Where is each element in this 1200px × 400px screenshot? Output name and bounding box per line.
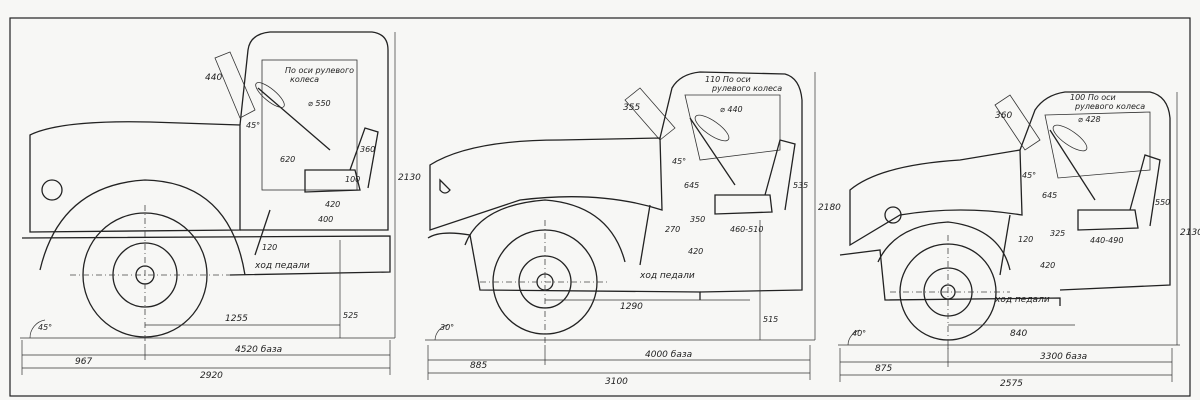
truck-1-steering-label-2: колеса [290, 75, 319, 84]
truck-1-drawing: По оси рулевого колеса ход педали 967 45… [20, 31, 421, 381]
truck-2-height: 2180 [818, 203, 841, 213]
sheet-border [9, 17, 1191, 397]
truck-3-windshield-dim: 360 [995, 111, 1012, 121]
truck-1-pedal-travel: 120 [262, 243, 277, 252]
truck-3-angle-wind: 45° [1022, 171, 1036, 180]
truck-2-pedal-travel: 420 [688, 247, 703, 256]
truck-3-overall: 2575 [1000, 379, 1023, 389]
truck-1-wheelbase: 4520 база [235, 345, 282, 355]
truck-1-windshield [214, 51, 256, 119]
truck-1-overall: 2920 [200, 371, 223, 381]
truck-3-steering-column [1049, 129, 1096, 201]
truck-2-windshield-dim: 355 [623, 103, 640, 113]
truck-2-pedal [639, 204, 651, 266]
truck-3-windshield [994, 94, 1041, 151]
truck-2-steering-label-1: 110 По оси [705, 75, 751, 84]
truck-1-ground-clear: 525 [343, 311, 358, 320]
truck-1-windshield-dim: 440 [205, 73, 222, 83]
truck-2-wheel-dia: ⌀ 440 [720, 105, 743, 114]
truck-1-cab [239, 31, 389, 231]
truck-1-window [261, 59, 358, 191]
truck-2-window [684, 94, 781, 161]
truck-2-seat-back: 535 [793, 181, 808, 190]
truck-1-dim-a2: 400 [318, 215, 333, 224]
truck-2-wheelbase: 4000 база [645, 350, 692, 360]
truck-1-wheel-dia: ⌀ 550 [308, 99, 331, 108]
truck-3-angle-arc [847, 329, 861, 346]
truck-1-front-overhang: 967 [75, 357, 92, 367]
truck-1-frame [21, 235, 391, 276]
truck-1-hood [29, 121, 241, 233]
truck-3-pedal [999, 214, 1011, 276]
truck-2-overall: 3100 [605, 377, 628, 387]
truck-2-pedal-label: ход педали [639, 271, 695, 281]
truck-1-steering-wheel [255, 82, 285, 108]
truck-3-front-overhang: 875 [875, 364, 892, 374]
truck-3-dim-a3: 120 [1018, 235, 1033, 244]
truck-3-angle-front: 40° [852, 329, 866, 338]
truck-2-front-overhang: 885 [470, 361, 487, 371]
truck-1-dim-a1: 620 [280, 155, 295, 164]
truck-3-seat-dist: 840 [1010, 329, 1027, 339]
truck-3-hood [849, 149, 1023, 247]
truck-1-steering-column [257, 87, 331, 151]
truck-3-dim-a1: 645 [1042, 191, 1057, 200]
truck-3-fender [877, 221, 1011, 271]
truck-2-ground-clear: 515 [763, 315, 778, 324]
truck-2-headlight [439, 178, 451, 194]
truck-1-pedal [254, 209, 271, 256]
truck-3-cab [1019, 91, 1171, 291]
truck-3-steering-label-1: 100 По оси [1070, 93, 1116, 102]
truck-1-seat-back: 360 [360, 145, 375, 154]
truck-3-wheel-dia: ⌀ 428 [1078, 115, 1101, 124]
truck-1-pedal-label: ход педали [254, 261, 310, 271]
truck-3-seat-back: 550 [1155, 198, 1170, 207]
truck-1-angle-wind: 45° [246, 121, 260, 130]
truck-2-dim-a3: 270 [665, 225, 680, 234]
truck-2-seat-height: 460-510 [730, 225, 763, 234]
truck-2-hood [429, 137, 663, 231]
truck-3-steering-wheel [1052, 124, 1088, 152]
truck-2-angle-wind: 45° [672, 157, 686, 166]
truck-3-wheelbase: 3300 база [1040, 352, 1087, 362]
truck-3-pedal-travel: 420 [1040, 261, 1055, 270]
truck-3-drawing: 100 По оси рулевого колеса ход педали 87… [838, 91, 1200, 389]
truck-2-steering-label-2: рулевого колеса [711, 84, 782, 93]
truck-2-drawing: 110 По оси рулевого колеса ход педали 88… [425, 71, 841, 387]
truck-1-steering-label-1: По оси рулевого [285, 66, 354, 75]
truck-3-height: 2130 [1180, 228, 1200, 238]
truck-1-angle-arc [29, 319, 46, 339]
truck-1-height: 2130 [398, 173, 421, 183]
truck-2-steering-column [689, 117, 736, 186]
truck-2-seat [714, 139, 796, 215]
truck-1-dim-a3: 100 [345, 175, 360, 184]
truck-3-pedal-label: ход педали [994, 295, 1050, 305]
truck-2-fender [464, 199, 626, 263]
truck-3-seat-height: 440-490 [1090, 236, 1123, 245]
truck-2-cab [659, 71, 803, 293]
truck-3-headlight [884, 206, 902, 224]
truck-3-dim-a2: 325 [1050, 229, 1065, 238]
truck-2-angle-arc [434, 324, 449, 341]
truck-1-seat-height: 420 [325, 200, 340, 209]
truck-1-seat [304, 127, 379, 193]
truck-3-steering-label-2: рулевого колеса [1074, 102, 1145, 111]
truck-3-window [1044, 111, 1151, 179]
truck-2-steering-wheel [694, 114, 730, 142]
truck-2-frame [427, 232, 701, 300]
truck-1-headlight [41, 179, 63, 201]
truck-3-seat [1077, 154, 1161, 231]
truck-2-seat-dist: 1290 [620, 302, 643, 312]
truck-2-windshield [624, 87, 676, 141]
truck-2-dim-a2: 350 [690, 215, 705, 224]
truck-1-seat-dist: 1255 [225, 314, 248, 324]
truck-2-dim-a1: 645 [684, 181, 699, 190]
truck-2-angle-front: 30° [440, 323, 454, 332]
truck-1-angle-front: 45° [38, 323, 52, 332]
truck-3-frame [839, 249, 1061, 306]
truck-1-fender [39, 179, 246, 276]
